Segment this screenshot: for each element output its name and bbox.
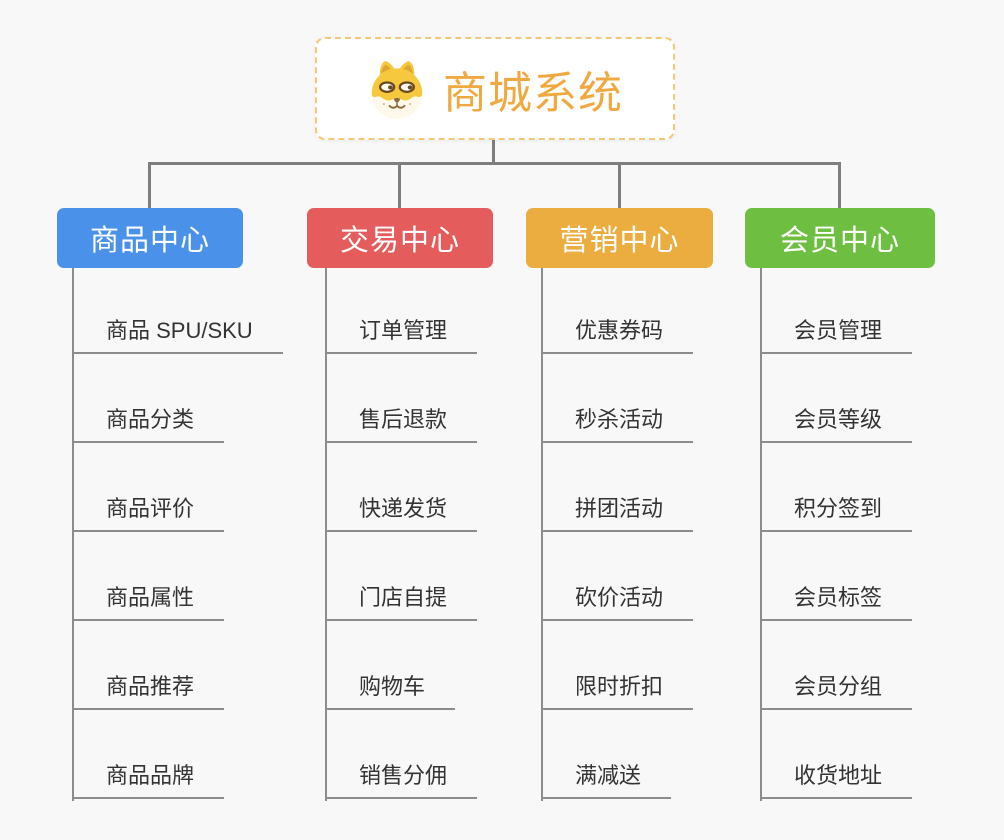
leaf-node[interactable]: 拼团活动 xyxy=(541,496,694,532)
leaf-node[interactable]: 商品 SPU/SKU xyxy=(72,318,283,354)
branch-node-trade[interactable]: 交易中心 xyxy=(307,208,493,268)
leaf-node[interactable]: 积分签到 xyxy=(760,496,913,532)
branch-trunk-line xyxy=(541,268,543,801)
leaf-node[interactable]: 商品分类 xyxy=(72,407,225,443)
root-title: 商城系统 xyxy=(443,68,623,118)
leaf-node[interactable]: 收货地址 xyxy=(760,763,913,799)
leaf-node[interactable]: 商品品牌 xyxy=(72,763,225,799)
leaf-node[interactable]: 订单管理 xyxy=(325,318,478,354)
leaf-node[interactable]: 商品推荐 xyxy=(72,674,225,710)
connector-drop-4 xyxy=(838,162,841,208)
leaf-node[interactable]: 售后退款 xyxy=(325,407,478,443)
leaf-node[interactable]: 会员等级 xyxy=(760,407,913,443)
branch-node-marketing[interactable]: 营销中心 xyxy=(526,208,713,268)
leaf-node[interactable]: 购物车 xyxy=(325,674,456,710)
leaf-node[interactable]: 限时折扣 xyxy=(541,674,694,710)
branch-node-members[interactable]: 会员中心 xyxy=(745,208,935,268)
branch-node-products[interactable]: 商品中心 xyxy=(57,208,243,268)
connector-root-stem xyxy=(492,140,495,163)
dog-face-icon xyxy=(367,57,427,121)
leaf-node[interactable]: 会员标签 xyxy=(760,585,913,621)
leaf-node[interactable]: 满减送 xyxy=(541,763,672,799)
leaf-node[interactable]: 门店自提 xyxy=(325,585,478,621)
root-node[interactable]: 商城系统 xyxy=(315,37,675,140)
leaf-node[interactable]: 会员管理 xyxy=(760,318,913,354)
branch-trunk-line xyxy=(72,268,74,801)
leaf-node[interactable]: 会员分组 xyxy=(760,674,913,710)
connector-drop-1 xyxy=(148,162,151,208)
connector-horizontal-bus xyxy=(148,162,841,165)
leaf-node[interactable]: 销售分佣 xyxy=(325,763,478,799)
leaf-node[interactable]: 商品属性 xyxy=(72,585,225,621)
branch-trunk-line xyxy=(760,268,762,801)
connector-drop-3 xyxy=(618,162,621,208)
connector-drop-2 xyxy=(398,162,401,208)
branch-trunk-line xyxy=(325,268,327,801)
leaf-node[interactable]: 秒杀活动 xyxy=(541,407,694,443)
leaf-node[interactable]: 商品评价 xyxy=(72,496,225,532)
leaf-node[interactable]: 砍价活动 xyxy=(541,585,694,621)
leaf-node[interactable]: 快递发货 xyxy=(325,496,478,532)
leaf-node[interactable]: 优惠券码 xyxy=(541,318,694,354)
